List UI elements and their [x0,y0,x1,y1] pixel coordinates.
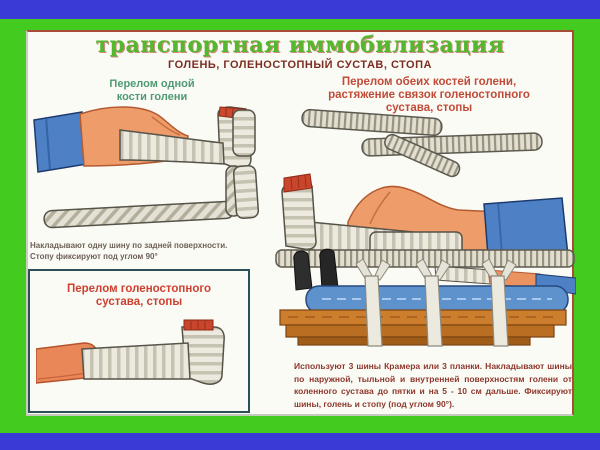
right-section-heading: Перелом обеих костей голени, растяжение … [284,76,574,115]
right-heading-line3: сустава, стопы [385,102,473,114]
right-heading-line1: Перелом обеих костей голени, [341,76,517,88]
content-panel: транспортная иммобилизация ГОЛЕНЬ, ГОЛЕН… [26,30,576,416]
bandaged-leg-with-posterior-splint-illustration [33,106,252,229]
right-note: Используют 3 шины Крамера или 3 планки. … [294,361,572,409]
right-heading-line2: растяжение связок голеностопного [328,89,530,101]
ankle-fracture-box: Перелом голеностопного сустава, стопы [28,269,250,413]
box-heading-line1: Перелом голеностопного [66,283,212,295]
poster-subtitle: ГОЛЕНЬ, ГОЛЕНОСТОПНЫЙ СУСТАВ, СТОПА [168,59,432,71]
left-note-line2: Стопу фиксируют под углом 90° [30,252,158,261]
three-splint-immobilization-illustration [232,108,576,347]
left-note-line1: Накладывают одну шину по задней поверхно… [30,241,228,250]
box-heading: Перелом голеностопного сустава, стопы [30,283,248,309]
bandaged-ankle-and-foot-illustration [36,319,225,385]
left-section-heading: Перелом одной кости голени [52,78,252,104]
left-note: Накладывают одну шину по задней поверхно… [30,240,286,262]
box-heading-line2: сустава, стопы [95,296,183,308]
poster-title: транспортная иммобилизация [95,32,505,58]
left-heading-line2: кости голени [116,91,188,103]
left-heading-line1: Перелом одной [109,78,195,90]
